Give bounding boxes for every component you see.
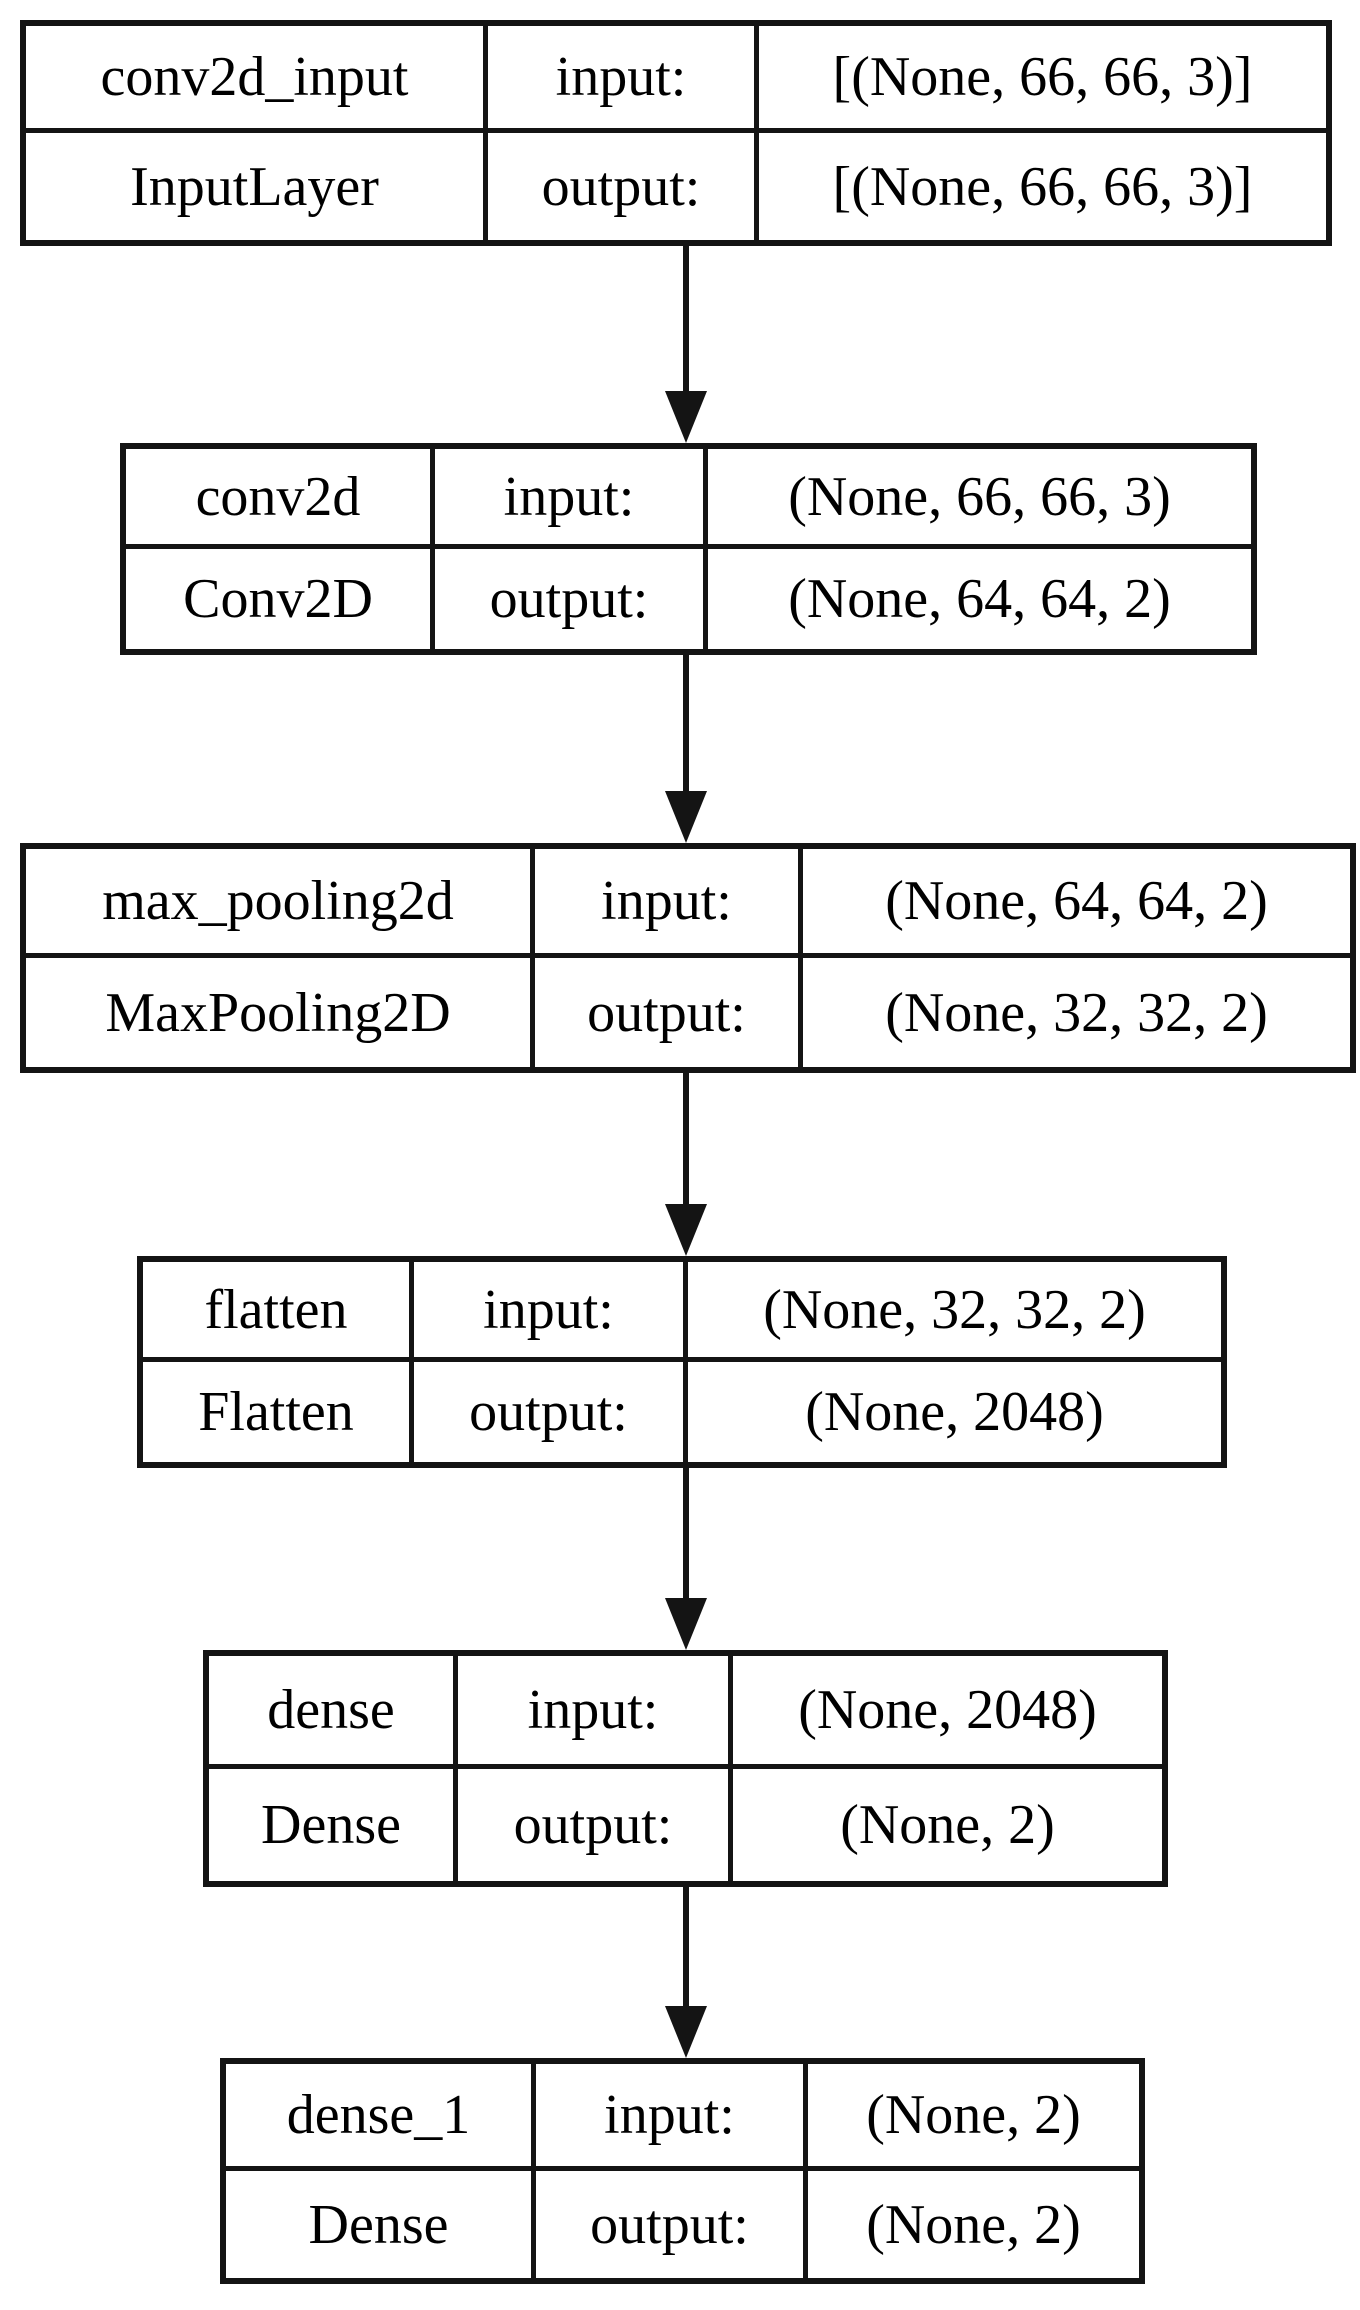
arrowhead-down-icon xyxy=(665,791,707,843)
arrowhead-down-icon xyxy=(665,1598,707,1650)
layer-box-max-pooling2d: max_pooling2d input: (None, 64, 64, 2) M… xyxy=(20,843,1356,1073)
output-label: output: xyxy=(435,549,708,649)
output-label: output: xyxy=(458,1768,733,1881)
layer-name: flatten xyxy=(143,1262,414,1362)
input-label: input: xyxy=(435,449,708,549)
edge-arrow-2 xyxy=(665,1073,707,1256)
layer-box-dense-1: dense_1 input: (None, 2) Dense output: (… xyxy=(220,2058,1145,2284)
output-label: output: xyxy=(535,958,803,1067)
edge-line xyxy=(683,1468,689,1602)
arrowhead-down-icon xyxy=(665,391,707,443)
input-label: input: xyxy=(458,1656,733,1769)
edge-line xyxy=(683,655,689,795)
layer-box-dense: dense input: (None, 2048) Dense output: … xyxy=(203,1650,1168,1887)
input-shape: (None, 32, 32, 2) xyxy=(688,1262,1221,1362)
output-shape: (None, 2) xyxy=(840,1793,1055,1856)
output-label: output: xyxy=(536,2171,808,2278)
arrowhead-down-icon xyxy=(665,1204,707,1256)
layer-box-conv2d-input: conv2d_input input: [(None, 66, 66, 3)] … xyxy=(20,20,1332,246)
input-label: input: xyxy=(488,26,759,133)
output-shape: (None, 32, 32, 2) xyxy=(885,981,1268,1044)
input-shape: (None, 64, 64, 2) xyxy=(803,849,1350,958)
input-shape: (None, 2048) xyxy=(733,1656,1162,1769)
output-shape: (None, 2) xyxy=(866,2193,1081,2256)
layer-class: Flatten xyxy=(143,1362,414,1462)
edge-arrow-4 xyxy=(665,1887,707,2058)
edge-arrow-0 xyxy=(665,246,707,443)
edge-line xyxy=(683,1073,689,1208)
input-shape: [(None, 66, 66, 3)] xyxy=(759,26,1326,133)
output-shape: [(None, 66, 66, 3)] xyxy=(832,155,1253,218)
layer-name: conv2d xyxy=(126,449,435,549)
output-label: output: xyxy=(414,1362,688,1462)
edge-line xyxy=(683,246,689,395)
input-label: input: xyxy=(535,849,803,958)
input-shape: (None, 2) xyxy=(808,2064,1139,2171)
layer-class: MaxPooling2D xyxy=(26,958,535,1067)
layer-class: Conv2D xyxy=(126,549,435,649)
layer-name: conv2d_input xyxy=(26,26,488,133)
output-shape: (None, 64, 64, 2) xyxy=(788,568,1171,630)
layer-class: InputLayer xyxy=(26,133,488,240)
layer-box-flatten: flatten input: (None, 32, 32, 2) Flatten… xyxy=(137,1256,1227,1468)
layer-class: Dense xyxy=(226,2171,536,2278)
input-shape: (None, 66, 66, 3) xyxy=(708,449,1251,549)
edge-arrow-1 xyxy=(665,655,707,843)
input-label: input: xyxy=(536,2064,808,2171)
layer-name: max_pooling2d xyxy=(26,849,535,958)
layer-name: dense_1 xyxy=(226,2064,536,2171)
edge-arrow-3 xyxy=(665,1468,707,1650)
edge-line xyxy=(683,1887,689,2010)
output-label: output: xyxy=(488,133,759,240)
input-label: input: xyxy=(414,1262,688,1362)
layer-name: dense xyxy=(209,1656,458,1769)
layer-class: Dense xyxy=(209,1768,458,1881)
layer-box-conv2d: conv2d input: (None, 66, 66, 3) Conv2D o… xyxy=(120,443,1257,655)
output-shape: (None, 2048) xyxy=(805,1381,1104,1443)
arrowhead-down-icon xyxy=(665,2006,707,2058)
